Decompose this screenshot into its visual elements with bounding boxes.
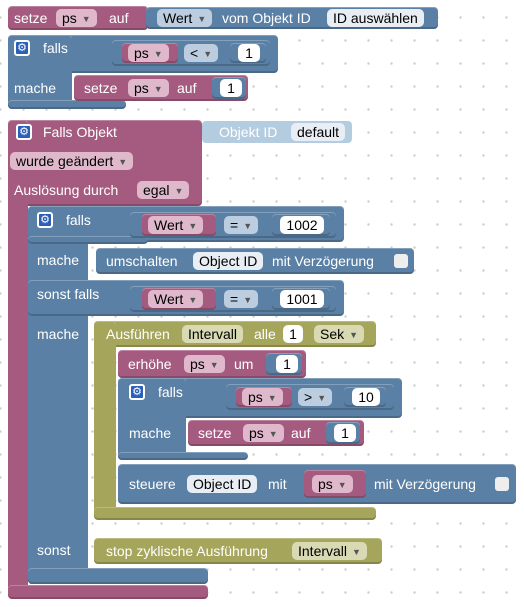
caret-down-icon: ▼	[203, 49, 213, 59]
trigger-label: Falls Objekt	[43, 124, 117, 140]
triggered-by-label: Auslösung durch	[14, 182, 119, 198]
interval-number[interactable]: 1	[283, 325, 303, 343]
gear-icon[interactable]: ⚙	[16, 124, 32, 140]
object-id-field[interactable]: Object ID	[187, 475, 258, 493]
object-id-label: Objekt ID	[219, 124, 278, 140]
if-block-bottom	[8, 100, 126, 109]
caret-down-icon: ▼	[153, 49, 163, 59]
trigger-bottom	[8, 585, 208, 599]
do-label: mache	[37, 326, 80, 342]
caret-down-icon: ▼	[81, 14, 91, 24]
delay-checkbox[interactable]	[495, 477, 509, 491]
caret-down-icon: ▼	[118, 157, 128, 167]
if-label: falls	[66, 212, 91, 228]
value-type-dropdown[interactable]: Wert▼	[148, 216, 204, 234]
interval-dropdown[interactable]: Intervall▼	[292, 542, 367, 560]
if-block-bottom	[118, 452, 248, 460]
caret-down-icon: ▼	[268, 429, 278, 439]
if-label: falls	[43, 40, 68, 56]
number-field[interactable]: 1	[276, 355, 298, 373]
caret-down-icon: ▼	[243, 221, 253, 231]
do-label: mache	[129, 425, 172, 441]
every-label: alle	[254, 326, 276, 342]
caret-down-icon: ▼	[197, 14, 207, 24]
from-object-label: vom Objekt ID	[222, 10, 311, 26]
interval-bottom	[94, 507, 376, 520]
interval-name-field[interactable]: Intervall	[182, 325, 244, 343]
to-label: auf	[177, 80, 197, 96]
caret-down-icon: ▼	[188, 221, 198, 231]
delay-label: mit Verzögerung	[272, 253, 374, 269]
number-field[interactable]: 1002	[280, 216, 324, 234]
var-dropdown[interactable]: ps▼	[242, 388, 283, 406]
set-label: setze	[198, 425, 232, 441]
caret-down-icon: ▼	[267, 393, 277, 403]
else-if-label: sonst falls	[37, 286, 100, 302]
gear-icon[interactable]: ⚙	[129, 384, 145, 400]
value-type-dropdown[interactable]: Wert▼	[157, 9, 213, 27]
if-row-bottom	[28, 236, 148, 244]
set-label: setze	[14, 10, 48, 26]
delay-label: mit Verzögerung	[374, 476, 476, 492]
unit-dropdown[interactable]: Sek▼	[314, 325, 365, 343]
if-else-bottom	[28, 568, 208, 584]
var-dropdown[interactable]: ps▼	[312, 475, 353, 493]
interval-spine	[94, 321, 116, 519]
with-label: mit	[268, 476, 287, 492]
by-label: um	[234, 356, 254, 372]
triggered-by-dropdown[interactable]: egal▼	[137, 181, 190, 199]
operator-dropdown[interactable]: >▼	[298, 388, 333, 406]
number-field[interactable]: 1	[334, 424, 356, 442]
control-label: steuere	[129, 476, 176, 492]
gear-icon[interactable]: ⚙	[14, 40, 30, 56]
var-dropdown[interactable]: ps▼	[128, 44, 169, 62]
caret-down-icon: ▼	[349, 330, 359, 340]
increment-label: erhöhe	[128, 356, 172, 372]
caret-down-icon: ▼	[337, 480, 347, 490]
set-label: setze	[84, 80, 118, 96]
caret-down-icon: ▼	[153, 84, 163, 94]
object-id-selector[interactable]: ID auswählen	[327, 9, 424, 27]
operator-dropdown[interactable]: =▼	[224, 216, 259, 234]
to-label: auf	[291, 425, 311, 441]
object-id-field[interactable]: default	[291, 123, 346, 141]
number-field[interactable]: 10	[352, 388, 380, 406]
var-dropdown[interactable]: ps▼	[128, 79, 169, 97]
value-type-dropdown[interactable]: Wert▼	[148, 290, 204, 308]
else-label: sonst	[37, 542, 71, 558]
gear-icon[interactable]: ⚙	[37, 212, 53, 228]
number-field[interactable]: 1	[238, 44, 260, 62]
stop-label: stop zyklische Ausführung	[106, 543, 268, 559]
caret-down-icon: ▼	[174, 186, 184, 196]
object-id-field[interactable]: Object ID	[193, 252, 264, 270]
to-label: auf	[109, 10, 129, 26]
caret-down-icon: ▼	[243, 295, 253, 305]
number-field[interactable]: 1001	[280, 290, 324, 308]
toggle-label: umschalten	[106, 253, 178, 269]
delay-checkbox[interactable]	[394, 254, 408, 268]
var-dropdown[interactable]: ps▼	[56, 9, 97, 27]
run-label: Ausführen	[106, 326, 170, 342]
operator-dropdown[interactable]: =▼	[224, 290, 259, 308]
caret-down-icon: ▼	[317, 393, 327, 403]
caret-down-icon: ▼	[188, 295, 198, 305]
change-type-dropdown[interactable]: wurde geändert▼	[10, 152, 134, 170]
operator-dropdown[interactable]: <▼	[184, 44, 219, 62]
caret-down-icon: ▼	[352, 547, 361, 557]
if-label: falls	[158, 384, 183, 400]
caret-down-icon: ▼	[209, 360, 219, 370]
do-label: mache	[37, 252, 80, 268]
var-dropdown[interactable]: ps▼	[243, 424, 284, 442]
number-field[interactable]: 1	[220, 79, 242, 97]
do-label: mache	[14, 80, 57, 96]
trigger-spine	[8, 120, 28, 598]
if-else-spine	[28, 206, 88, 584]
var-dropdown[interactable]: ps▼	[184, 355, 225, 373]
